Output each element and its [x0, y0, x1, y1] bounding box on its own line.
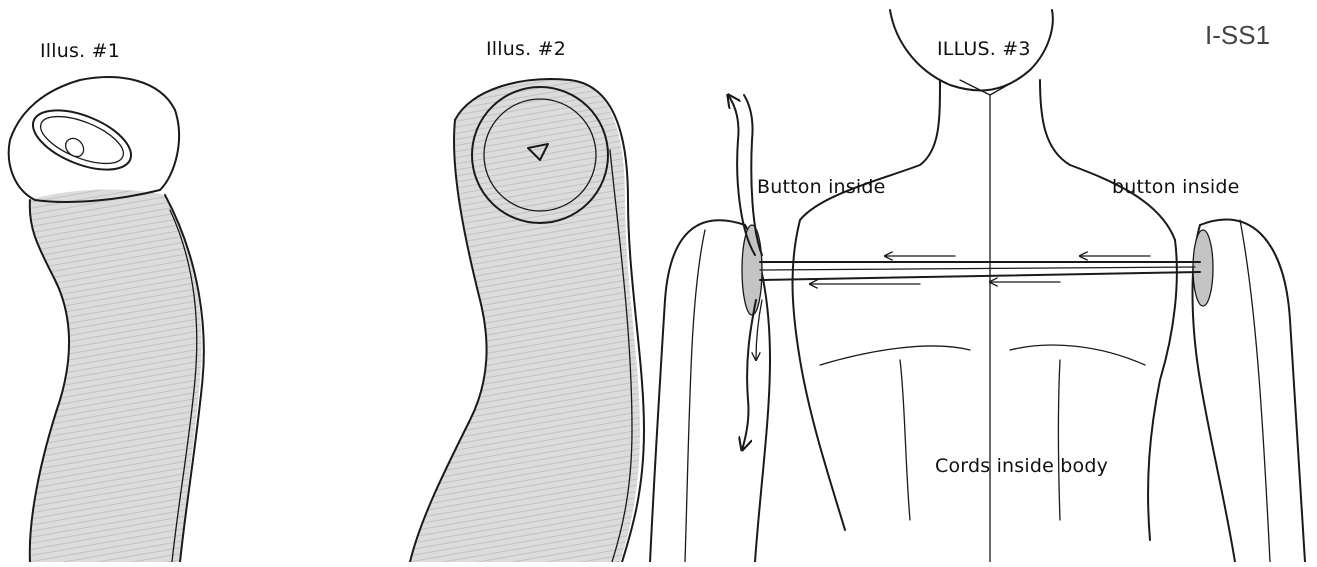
annotation-right-button: button inside [1112, 176, 1240, 198]
illus-3-chest-left [820, 346, 970, 365]
illus-3-torso-left [793, 220, 846, 530]
illus-3-chest-right [1010, 345, 1145, 365]
illus-3-ab-right [1059, 360, 1061, 520]
illus-3-drawing [650, 10, 1305, 562]
illus-3-left-arm-line [685, 230, 705, 562]
illus-1-opening [25, 98, 139, 181]
illus-1-limb [30, 190, 202, 562]
illus-3-ab-left [900, 360, 910, 520]
illus-3-neck-left [800, 80, 940, 220]
illus-2-title: Illus. #2 [486, 38, 566, 60]
annotation-cords: Cords inside body [935, 455, 1108, 477]
illus-1-cap [9, 77, 179, 202]
illus-1-opening-inner [34, 107, 129, 173]
annotation-left-button: Button inside [757, 176, 886, 198]
figure-code: I-SS1 [1205, 20, 1270, 51]
illus-3-left-arm-outer [650, 220, 745, 562]
illus-3-neck-right [1040, 80, 1175, 240]
illus-3-right-arm-line [1240, 220, 1270, 562]
illus-3-title: ILLUS. #3 [937, 38, 1031, 60]
illus-3-torso-right [1148, 240, 1177, 540]
illus-2-drawing [410, 79, 644, 562]
illus-3-right-arm-outer [1200, 219, 1305, 562]
illus-1-title: Illus. #1 [40, 40, 120, 62]
illus-1-drawing [9, 77, 204, 562]
illus-3-loop-down [742, 300, 756, 450]
illus-3-cord-mid [760, 267, 1195, 270]
illus-3-chin [960, 78, 1020, 95]
illus-2-limb [410, 79, 640, 562]
illus-3-cord-bottom [760, 272, 1200, 280]
